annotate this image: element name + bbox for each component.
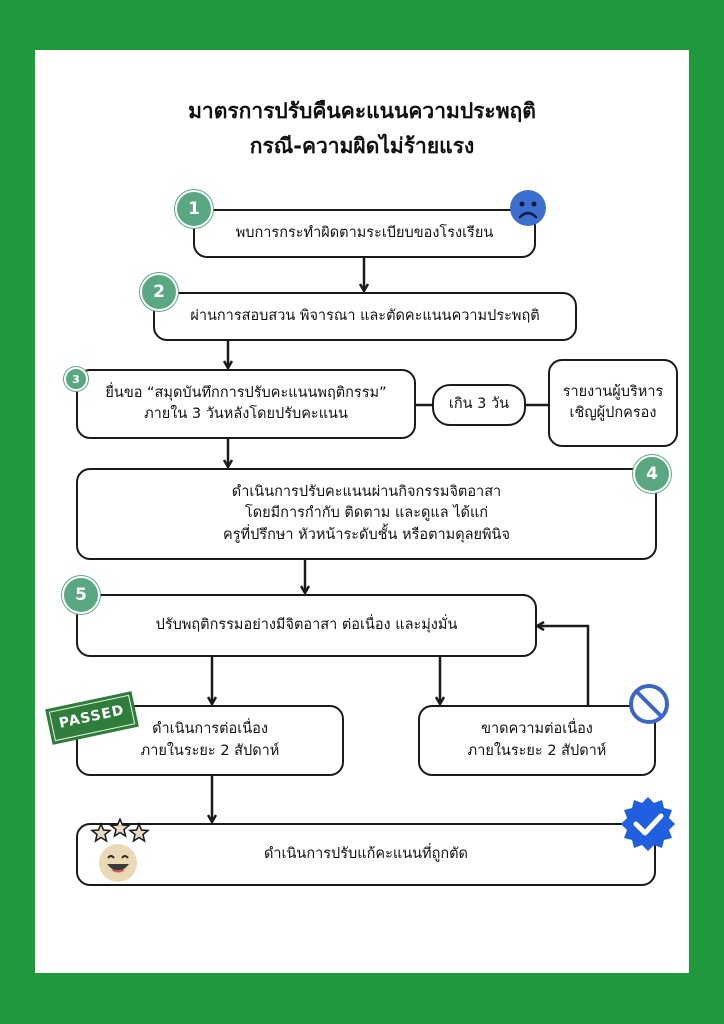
- step-4-box: ดำเนินการปรับคะแนนผ่านกิจกรรมจิตอาสา โดย…: [76, 468, 657, 560]
- step-2-text: ผ่านการสอบสวน พิจารณา และตัดคะแนนความประ…: [190, 307, 540, 324]
- late-label: เกิน 3 วัน: [448, 396, 510, 413]
- step-4-badge: 4: [633, 455, 671, 493]
- step-3-badge: 3: [64, 367, 88, 391]
- final-box: ดำเนินการปรับแก้คะแนนที่ถูกตัด: [76, 823, 656, 886]
- step-2-badge: 2: [140, 273, 178, 311]
- report-text-2: เชิญผู้ปกครอง: [569, 405, 657, 421]
- report-box: รายงานผู้บริหาร เชิญผู้ปกครอง: [548, 359, 678, 447]
- step-5-badge: 5: [62, 576, 100, 614]
- title-line-2: กรณี-ความผิดไม่ร้ายแรง: [249, 134, 475, 158]
- happy-star-face-icon: [85, 817, 155, 886]
- step-4-text-2: โดยมีการกำกับ ติดตาม และดูแล ได้แก่: [244, 505, 489, 522]
- step-5-text: ปรับพฤติกรรมอย่างมีจิตอาสา ต่อเนื่อง และ…: [155, 616, 458, 633]
- step-4-text-1: ดำเนินการปรับคะแนนผ่านกิจกรรมจิตอาสา: [231, 484, 502, 501]
- step-1-box: พบการกระทำผิดตามระเบียบของโรงเรียน: [193, 209, 536, 258]
- continue-text-1: ดำเนินการต่อเนื่อง: [152, 721, 268, 738]
- verified-check-icon: [619, 795, 677, 853]
- discontinue-text-1: ขาดความต่อเนื่อง: [481, 721, 593, 738]
- step-3-box: ยื่นขอ “สมุดบันทึกการปรับคะแนนพฤติกรรม” …: [76, 369, 416, 439]
- step-3-text-1: ยื่นขอ “สมุดบันทึกการปรับคะแนนพฤติกรรม”: [105, 384, 387, 401]
- continue-box: ดำเนินการต่อเนื่อง ภายในระยะ 2 สัปดาห์: [76, 705, 344, 776]
- discontinue-box: ขาดความต่อเนื่อง ภายในระยะ 2 สัปดาห์: [418, 705, 656, 776]
- prohibited-icon: [628, 683, 670, 725]
- report-text-1: รายงานผู้บริหาร: [562, 383, 664, 400]
- step-4-text-3: ครูที่ปรึกษา หัวหน้าระดับชั้น หรือตามดุล…: [223, 526, 510, 543]
- step-5-box: ปรับพฤติกรรมอย่างมีจิตอาสา ต่อเนื่อง และ…: [76, 594, 537, 657]
- title-line-1: มาตรการปรับคืนคะแนนความประพฤติ: [188, 99, 536, 123]
- continue-text-2: ภายในระยะ 2 สัปดาห์: [140, 742, 280, 759]
- step-1-text: พบการกระทำผิดตามระเบียบของโรงเรียน: [235, 224, 494, 241]
- final-text: ดำเนินการปรับแก้คะแนนที่ถูกตัด: [264, 845, 468, 862]
- step-2-box: ผ่านการสอบสวน พิจารณา และตัดคะแนนความประ…: [153, 292, 577, 341]
- sad-face-icon: [509, 189, 547, 227]
- late-box: เกิน 3 วัน: [432, 384, 526, 426]
- discontinue-text-2: ภายในระยะ 2 สัปดาห์: [467, 742, 607, 759]
- arrow-discontinue-loop: [538, 626, 590, 706]
- step-3-text-2: ภายใน 3 วันหลังโดยปรับคะแนน: [144, 406, 348, 422]
- step-1-badge: 1: [175, 190, 213, 228]
